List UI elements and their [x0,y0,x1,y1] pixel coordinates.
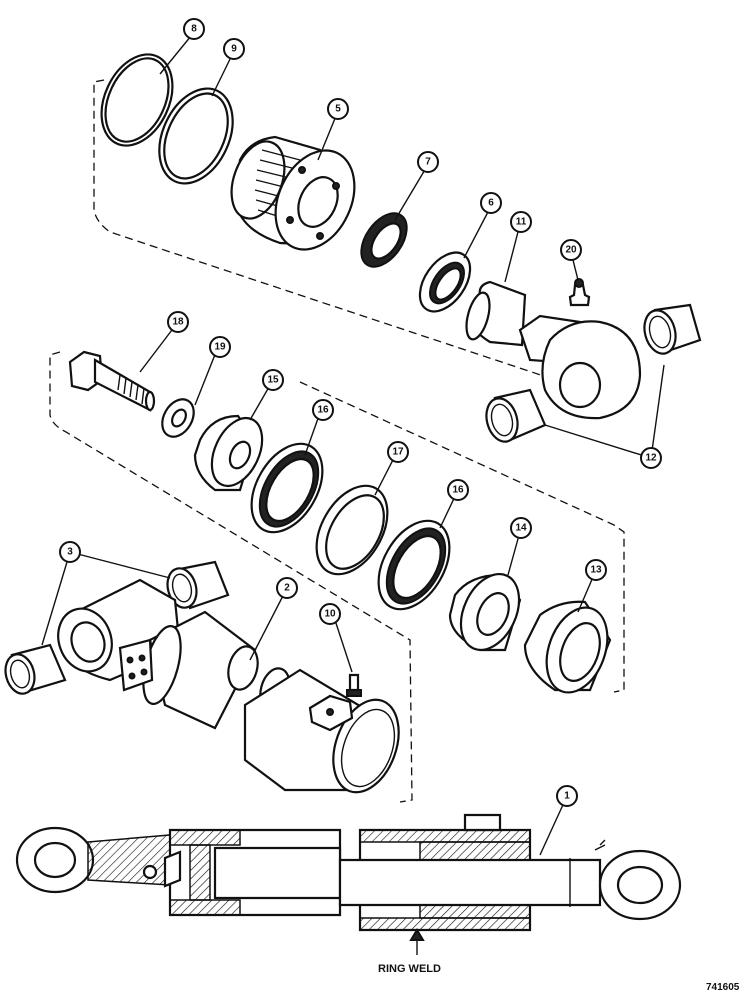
callout-20: 20 [560,239,582,261]
svg-text:16: 16 [317,405,329,416]
bushing-part-3a [166,560,230,610]
screw-part-10 [346,673,362,697]
callout-17: 17 [387,441,409,463]
callout-10: 10 [319,603,341,625]
piston-part-14 [448,573,522,652]
svg-text:10: 10 [324,609,336,620]
callout-9: 9 [223,38,245,60]
ring-weld-label: RING WELD [378,963,441,975]
svg-text:7: 7 [425,157,431,168]
rod-seal-part-6 [418,251,472,313]
svg-text:11: 11 [516,217,527,228]
callout-12: 12 [640,447,662,469]
callout-14: 14 [510,517,532,539]
svg-text:13: 13 [590,565,602,576]
piston-part-15 [193,414,264,492]
svg-text:18: 18 [172,317,184,328]
bushing-part-12b [485,388,547,443]
svg-text:8: 8 [191,24,197,35]
bolt-part-18 [68,350,156,412]
callout-3: 3 [59,541,81,563]
svg-text:6: 6 [488,198,494,209]
svg-text:15: 15 [267,375,279,386]
callout-8: 8 [183,18,205,40]
svg-text:19: 19 [214,342,226,353]
svg-text:9: 9 [231,44,237,55]
callout-1: 1 [556,785,578,807]
svg-text:3: 3 [67,547,73,558]
svg-text:12: 12 [645,453,657,464]
callout-18: 18 [167,311,189,333]
svg-text:5: 5 [335,104,341,115]
ring-weld-arrow [409,928,425,955]
svg-text:17: 17 [392,447,404,458]
o-ring-part-8 [100,53,174,147]
wear-ring-part-17 [315,484,389,576]
svg-text:20: 20 [565,245,577,256]
callout-11: 11 [510,211,532,233]
svg-text:16: 16 [452,485,464,496]
callout-16b: 16 [447,479,469,501]
seal-ring-part-16b [377,519,451,611]
wiper-seal-part-7 [360,212,408,268]
callout-15: 15 [262,369,284,391]
assembly-guide-lines [49,79,625,803]
callout-6: 6 [480,192,502,214]
cylinder-barrel-part-2 [57,578,400,794]
backup-ring-part-9 [158,87,234,185]
bushing-part-12a [643,303,702,355]
callout-19: 19 [209,336,231,358]
assembled-cylinder-section-part-1 [15,813,682,932]
piston-rod-part-11 [465,280,642,420]
bushing-part-3b [4,643,67,695]
callout-7: 7 [417,151,439,173]
washer-part-19 [161,398,195,438]
figure-number: 741605 [706,982,740,993]
svg-text:14: 14 [515,523,527,534]
spacer-part-13 [523,600,612,694]
seal-ring-part-16a [250,442,324,534]
callout-2: 2 [276,577,298,599]
svg-text:1: 1 [564,791,570,802]
cylinder-head-part-5 [230,135,356,251]
callout-5: 5 [327,98,349,120]
callout-16a: 16 [312,399,334,421]
svg-text:2: 2 [284,583,290,594]
grease-fitting-part-20 [568,278,591,307]
callout-13: 13 [585,559,607,581]
